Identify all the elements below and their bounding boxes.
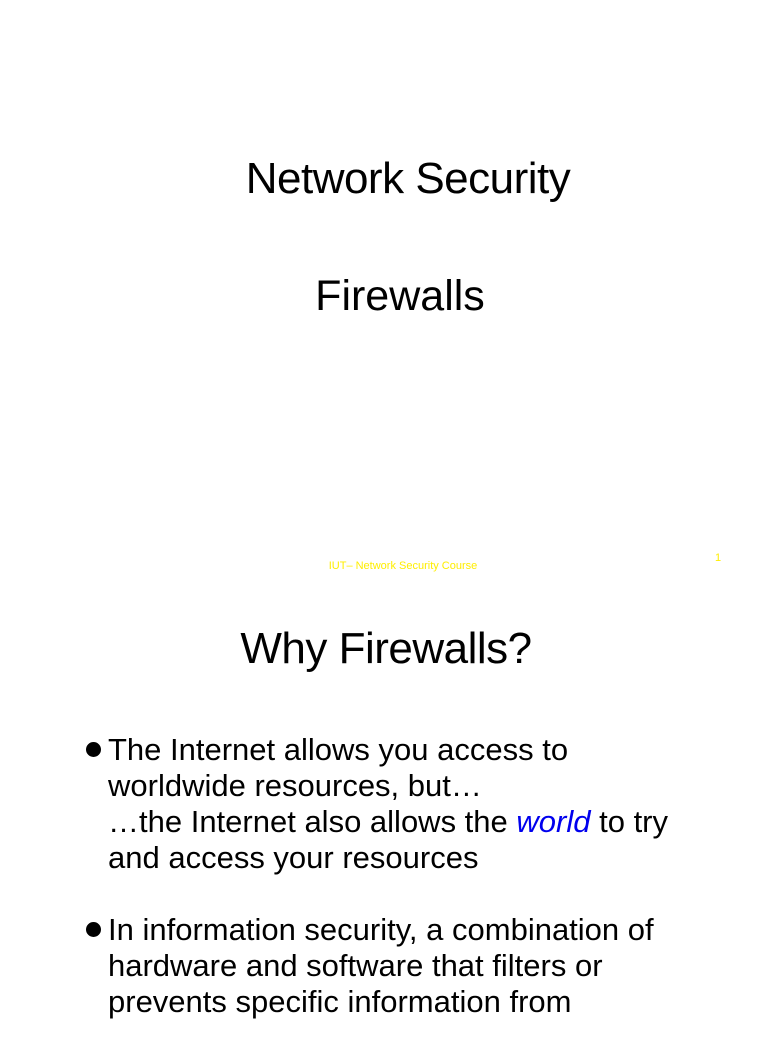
bullet-list: The Internet allows you access to worldw… (86, 732, 746, 1056)
slide-page-number: 1 (714, 552, 722, 564)
bullet-line: prevents specific information from (108, 984, 572, 1019)
emphasis-word: world (516, 804, 591, 839)
slide-subtitle: Firewalls (315, 272, 485, 320)
bullet-item: The Internet allows you access to worldw… (86, 732, 746, 876)
bullet-text: to try (590, 804, 668, 839)
bullet-line: The Internet allows you access to (108, 732, 569, 767)
bullet-dot-icon (86, 922, 101, 937)
slide-heading: Why Firewalls? (240, 624, 532, 673)
bullet-line: In information security, a combination o… (108, 912, 654, 947)
bullet-line: hardware and software that filters or (108, 948, 603, 983)
slide-footer-course: IUT– Network Security Course (328, 560, 478, 572)
bullet-item: In information security, a combination o… (86, 912, 746, 1020)
bullet-line: worldwide resources, but… (108, 768, 482, 803)
bullet-text: …the Internet also allows the (108, 804, 517, 839)
slide-why-firewalls: Why Firewalls? The Internet allows you a… (0, 590, 768, 1024)
bullet-line: and access your resources (108, 840, 479, 875)
slide-title-heading: Network Security (245, 154, 571, 203)
slide-title: Network Security Firewalls IUT– Network … (245, 154, 722, 572)
bullet-line: …the Internet also allows the world to t… (108, 804, 746, 840)
bullet-dot-icon (86, 742, 101, 757)
